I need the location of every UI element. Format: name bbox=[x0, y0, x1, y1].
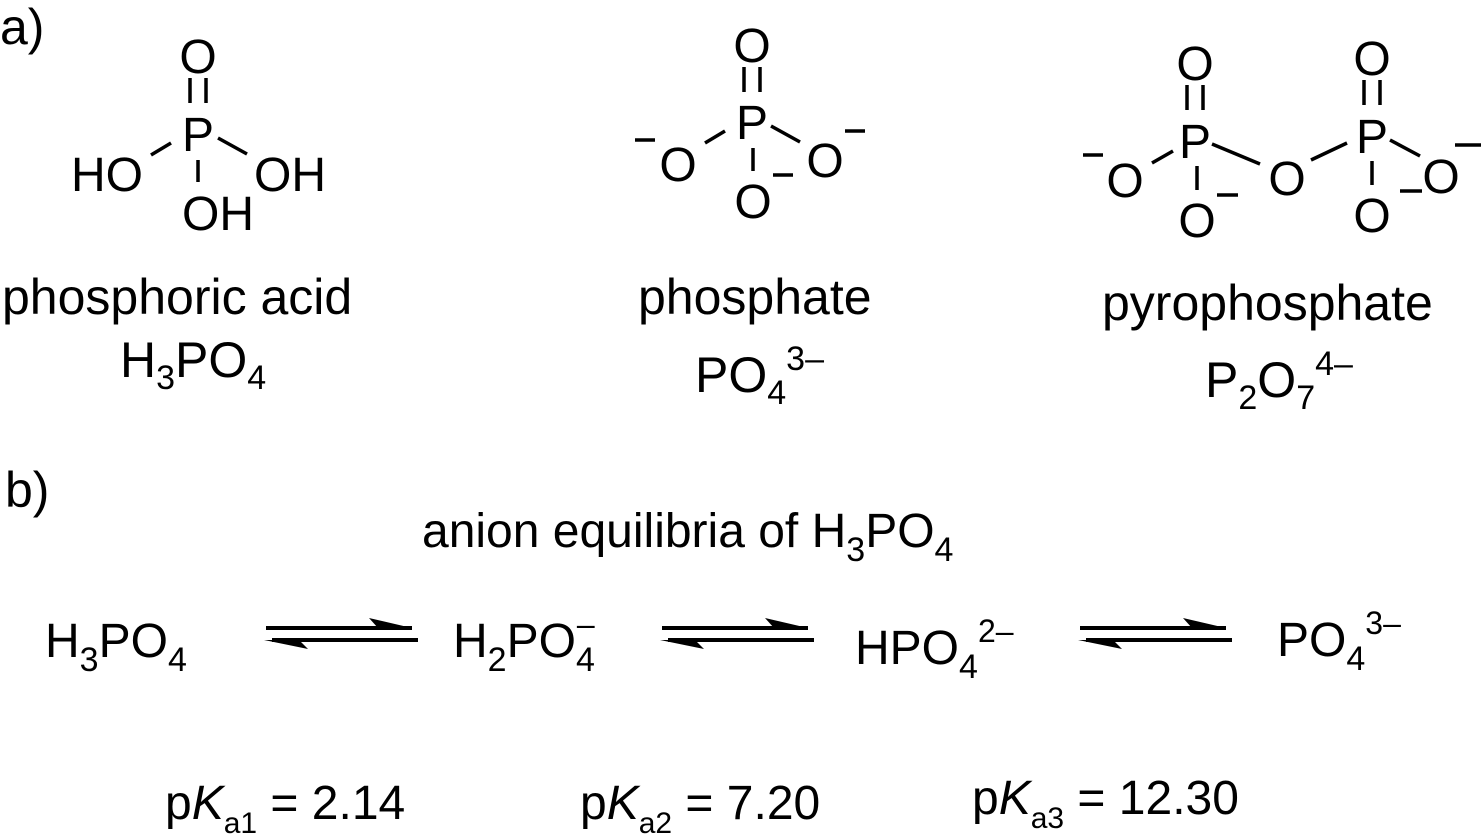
panel-b-label: b) bbox=[5, 462, 50, 518]
atom-o-top: O bbox=[733, 20, 770, 73]
equilibria-title: anion equilibria of H3PO4 bbox=[422, 505, 954, 569]
pka3-value: pKa3 = 12.30 bbox=[972, 772, 1239, 835]
pyrophosphate-name: pyrophosphate bbox=[1102, 275, 1433, 331]
species-hpo4: HPO42– bbox=[855, 613, 1014, 686]
atom-o-top-2: O bbox=[1353, 33, 1390, 86]
equilibrium-arrow-3 bbox=[1078, 618, 1232, 649]
pyrophosphate-formula: P2O74– bbox=[1205, 345, 1353, 417]
pyrophosphate-structure: O P O O O O P O O bbox=[1083, 33, 1481, 248]
atom-p-2: P bbox=[1356, 111, 1388, 164]
atom-o-right: O bbox=[806, 135, 843, 188]
atom-p: P bbox=[182, 109, 214, 162]
phosphoric-acid-name: phosphoric acid bbox=[2, 269, 353, 325]
species-h3po4: H3PO4 bbox=[45, 615, 187, 679]
atom-o-left: O bbox=[1106, 155, 1143, 208]
phosphoric-acid-structure: O P HO OH OH bbox=[71, 31, 326, 240]
atom-o-top: O bbox=[179, 31, 216, 84]
atom-oh-bottom: OH bbox=[182, 188, 254, 240]
atom-oh-right: OH bbox=[254, 149, 326, 202]
atom-ho-left: HO bbox=[71, 149, 143, 202]
equilibrium-arrow-2 bbox=[660, 618, 814, 649]
phosphate-structure: O P O O O bbox=[635, 20, 865, 229]
atom-o-bridge: O bbox=[1268, 153, 1305, 206]
equilibrium-arrow-1 bbox=[264, 618, 418, 649]
phosphoric-acid-formula: H3PO4 bbox=[120, 332, 267, 397]
species-h2po4: H2PO4– bbox=[453, 606, 595, 679]
panel-a-label: a) bbox=[0, 0, 45, 55]
pka1-value: pKa1 = 2.14 bbox=[165, 777, 406, 840]
phosphate-name: phosphate bbox=[638, 269, 872, 325]
phosphate-formula: PO43– bbox=[695, 340, 824, 412]
atom-o-bottom: O bbox=[734, 176, 771, 229]
atom-o-right: O bbox=[1422, 151, 1459, 204]
species-po4: PO43– bbox=[1277, 605, 1401, 678]
atom-p-1: P bbox=[1179, 116, 1211, 169]
atom-p: P bbox=[736, 97, 768, 150]
atom-o-left: O bbox=[659, 139, 696, 192]
pka2-value: pKa2 = 7.20 bbox=[580, 777, 821, 840]
atom-o-bottom-1: O bbox=[1178, 195, 1215, 248]
atom-o-bottom-2: O bbox=[1353, 190, 1390, 243]
atom-o-top-1: O bbox=[1176, 38, 1213, 91]
